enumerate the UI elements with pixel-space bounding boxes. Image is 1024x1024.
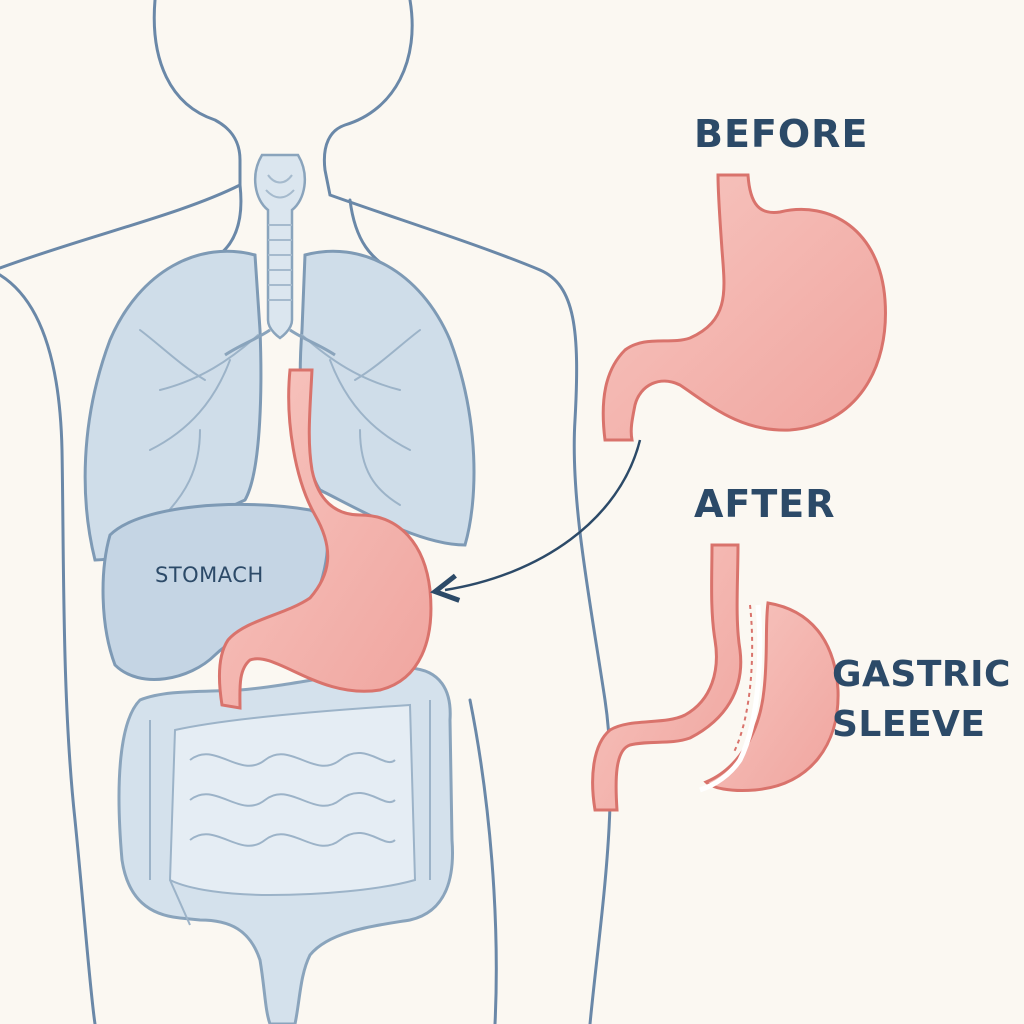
after-label: AFTER bbox=[694, 482, 836, 526]
gastric-sleeve-label: GASTRIC SLEEVE bbox=[832, 650, 1011, 750]
body-stomach bbox=[218, 368, 433, 710]
large-intestine bbox=[117, 666, 454, 1024]
trachea bbox=[224, 153, 336, 357]
removed-stomach-portion bbox=[703, 601, 840, 792]
pointer-arrow bbox=[445, 439, 642, 590]
gastric-sleeve-line2: SLEEVE bbox=[832, 704, 986, 745]
stomach-label: STOMACH bbox=[155, 563, 264, 587]
before-stomach bbox=[601, 173, 887, 442]
gastric-sleeve-line1: GASTRIC bbox=[832, 654, 1011, 695]
before-label: BEFORE bbox=[694, 112, 869, 156]
after-sleeve-stomach bbox=[591, 543, 840, 812]
